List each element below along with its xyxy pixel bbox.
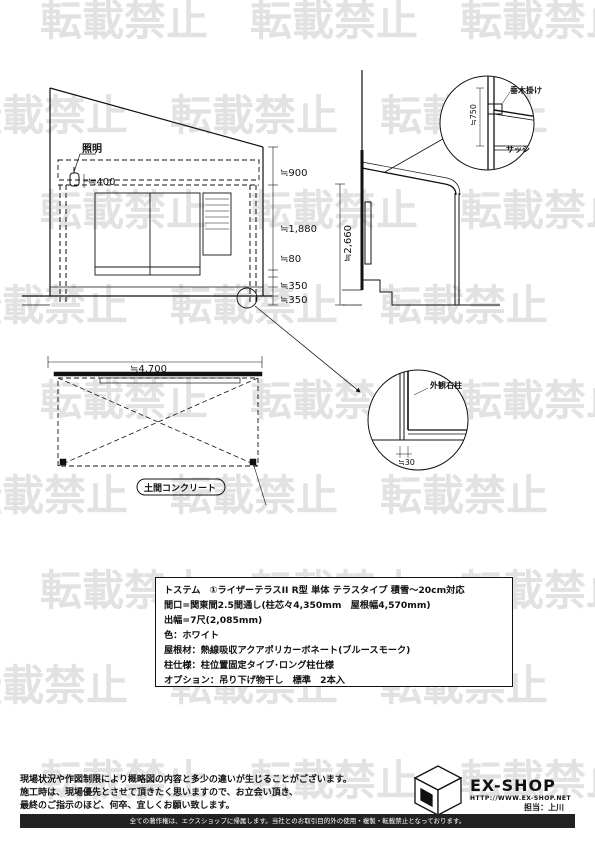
dim-350-b: ≒350: [280, 295, 307, 306]
beam-label: 垂木掛け: [510, 85, 542, 95]
plan-view: [47, 356, 267, 506]
spec-line-product: トステム ①ライザーテラスII R型 単体 テラスタイプ 積雪～20cm対応: [164, 585, 465, 596]
exshop-logo-icon: [413, 765, 463, 817]
detail-circle-post: [367, 369, 469, 471]
note-line-2: 施工時は、現場優先とさせて頂きたく思いますので、お立会い頂き、: [20, 788, 299, 798]
terrace-footprint: [57, 377, 259, 467]
dim-1880: ≒1,880: [280, 224, 317, 235]
house-roof-slope: [49, 87, 264, 148]
sash-window: [94, 192, 201, 276]
spec-line-roof: 屋根材：熱線吸収アクアポリカーボネート(ブルースモーク): [164, 645, 411, 656]
terrace-roof-side: [361, 167, 457, 196]
spec-line-post: 柱仕様：柱位置固定タイプ･ロング柱仕様: [164, 660, 334, 671]
dim-80: ≒80: [280, 254, 301, 265]
staff-in-charge: 担当：上川: [524, 803, 564, 812]
detail-ref-circle: [236, 287, 258, 309]
small-window: [202, 192, 232, 256]
dim-350-a: ≒350: [280, 281, 307, 292]
detail-leader-arrow: [254, 305, 361, 393]
terrace-roof-dashed: [57, 159, 260, 181]
dim-900: ≒900: [280, 168, 307, 179]
detail-circle-top: [439, 75, 535, 171]
dim-4700: ≒4,700: [130, 364, 167, 375]
house-wall-plan: [53, 371, 263, 377]
front-elevation: [22, 87, 361, 393]
lighting-label: 照明: [82, 143, 102, 155]
product-spec-box: トステム ①ライザーテラスII R型 単体 テラスタイプ 積雪～20cm対応 間…: [155, 577, 513, 687]
spec-line-color: 色：ホワイト: [164, 630, 220, 641]
floor-label-box: [136, 478, 226, 496]
dim-30: ≒30: [398, 458, 415, 467]
copyright-footer: 全ての著作権は、エクスショップに帰属します。当社とのお取引目的外の使用・複製・転…: [20, 814, 575, 828]
site-notes: 現場状況や作図制限により概略図の内容と多少の違いが生じることがございます。 施工…: [20, 774, 410, 813]
sash-label: サッシ: [506, 145, 530, 154]
dim-750: ≒750: [469, 104, 478, 126]
note-line-3: 最終のご指示のほど、何卒、宜しくお願い致します。: [20, 801, 235, 811]
spec-line-width: 間口=関東間2.5間通し(柱芯々4,350mm 屋根幅4,570mm): [164, 600, 431, 611]
dim-2660: ≒2,660: [343, 225, 354, 262]
side-section: [335, 70, 500, 306]
dim-light-offset: ≒400: [88, 177, 115, 188]
entrance-steps: [362, 279, 500, 306]
post-label: 外観右柱: [430, 380, 462, 390]
spec-line-option: オプション：吊り下げ物干し 標準 2本入: [164, 675, 345, 686]
floor-label: 土間コンクリート: [144, 482, 216, 494]
note-line-1: 現場状況や作図制限により概略図の内容と多少の違いが生じることがございます。: [20, 775, 352, 785]
brand-name: EX-SHOP: [470, 776, 556, 795]
spec-line-projection: 出幅=7尺(2,085mm): [164, 615, 263, 626]
brand-url: HTTP://WWW.EX-SHOP.NET: [470, 795, 572, 802]
